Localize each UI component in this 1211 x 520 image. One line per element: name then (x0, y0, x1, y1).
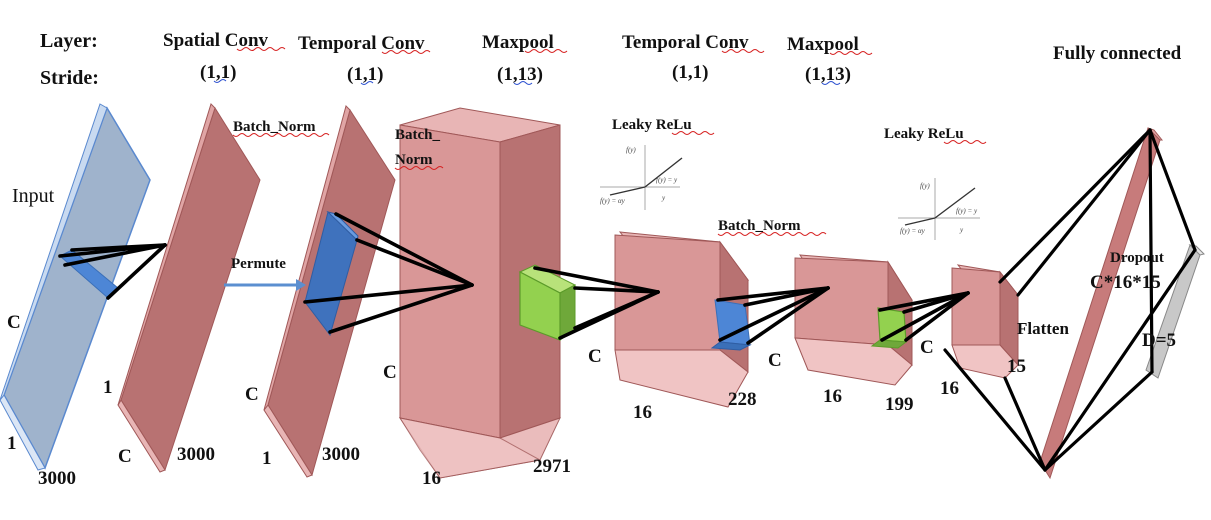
dim-temporal-1: 1 (262, 448, 272, 469)
stride-maxpool-2: (1,13) (805, 64, 851, 85)
flatten-label: Flatten (1017, 319, 1069, 338)
permute-label: Permute (231, 256, 286, 272)
dim-pool1-c: C (383, 362, 397, 383)
leaky-relu-label-2: Leaky ReLu (884, 126, 964, 142)
dim-temporal-c: C (245, 384, 259, 405)
batch-norm-label-3: Batch_Norm (718, 218, 801, 234)
dim-conv2-228: 228 (728, 389, 757, 410)
dim-spatial-1: 1 (103, 377, 113, 398)
relu-graph-1: f(y) f(y) = y f(y) = αy y (600, 145, 683, 210)
dim-flat-16: 16 (940, 378, 959, 399)
stride-temporal-conv-2: (1,1) (672, 62, 708, 83)
stride-row-label: Stride: (40, 67, 99, 89)
dim-pool2-199: 199 (885, 394, 914, 415)
dim-flat-c: C (920, 337, 934, 358)
spatial-conv-slab (117, 103, 261, 473)
dim-input-c: C (7, 312, 21, 333)
flatten-box (951, 264, 1020, 379)
permute-arrow (224, 279, 306, 291)
dim-input-3000: 3000 (38, 468, 76, 489)
batch-norm-label-2a: Batch_ (395, 127, 441, 143)
dim-spatial-3000: 3000 (177, 444, 215, 465)
relu2-y-label: f(y) (920, 182, 930, 190)
fc-lines (943, 128, 1197, 472)
maxpool2-kernel (870, 307, 908, 349)
layer-name-fully-connected: Fully connected (1053, 43, 1182, 64)
relu2-neg-label: f(y) = αy (900, 227, 926, 235)
dim-temporal-3000: 3000 (322, 444, 360, 465)
dim-pool1-16: 16 (422, 468, 441, 489)
stride-spatial-conv: (1,1) (200, 62, 236, 83)
relu1-x-label: y (661, 194, 666, 202)
dim-conv2-c: C (588, 346, 602, 367)
dim-flat-15: 15 (1007, 356, 1026, 377)
conv2-kernel (710, 299, 752, 351)
fc-input-size-label: C*16*15 (1090, 272, 1161, 293)
layer-name-temporal-conv-2: Temporal Conv (622, 32, 749, 53)
relu-graph-2: f(y) f(y) = y f(y) = αy y (898, 178, 980, 240)
dim-pool2-c: C (768, 350, 782, 371)
relu2-pos-label: f(y) = y (956, 207, 978, 215)
layer-name-maxpool-1: Maxpool (482, 32, 554, 53)
dim-conv2-16: 16 (633, 402, 652, 423)
dropout-label: Dropout (1110, 250, 1164, 266)
input-label: Input (12, 185, 55, 207)
leaky-relu-label-1: Leaky ReLu (612, 117, 692, 133)
batch-norm-label-1: Batch_Norm (233, 119, 316, 135)
dim-pool2-16: 16 (823, 386, 842, 407)
dim-input-1: 1 (7, 433, 17, 454)
connection-lines (58, 212, 970, 345)
relu1-neg-label: f(y) = αy (600, 197, 626, 205)
layer-name-spatial-conv: Spatial Conv (163, 30, 269, 51)
layer-row-label: Layer: (40, 30, 98, 52)
relu2-x-label: y (959, 226, 964, 234)
batch-norm-label-2b: Norm (395, 152, 433, 168)
input-slab (0, 103, 151, 471)
stride-maxpool-1: (1,13) (497, 64, 543, 85)
layer-name-maxpool-2: Maxpool (787, 34, 859, 55)
relu1-pos-label: f(y) = y (656, 176, 678, 184)
relu1-y-label: f(y) (626, 146, 636, 154)
dim-pool1-2971: 2971 (533, 456, 571, 477)
stride-temporal-conv-1: (1,1) (347, 64, 383, 85)
layer-name-temporal-conv-1: Temporal Conv (298, 33, 425, 54)
fc-output-size-label: D=5 (1142, 330, 1176, 351)
maxpool1-kernel (518, 264, 577, 341)
dim-spatial-c: C (118, 446, 132, 467)
